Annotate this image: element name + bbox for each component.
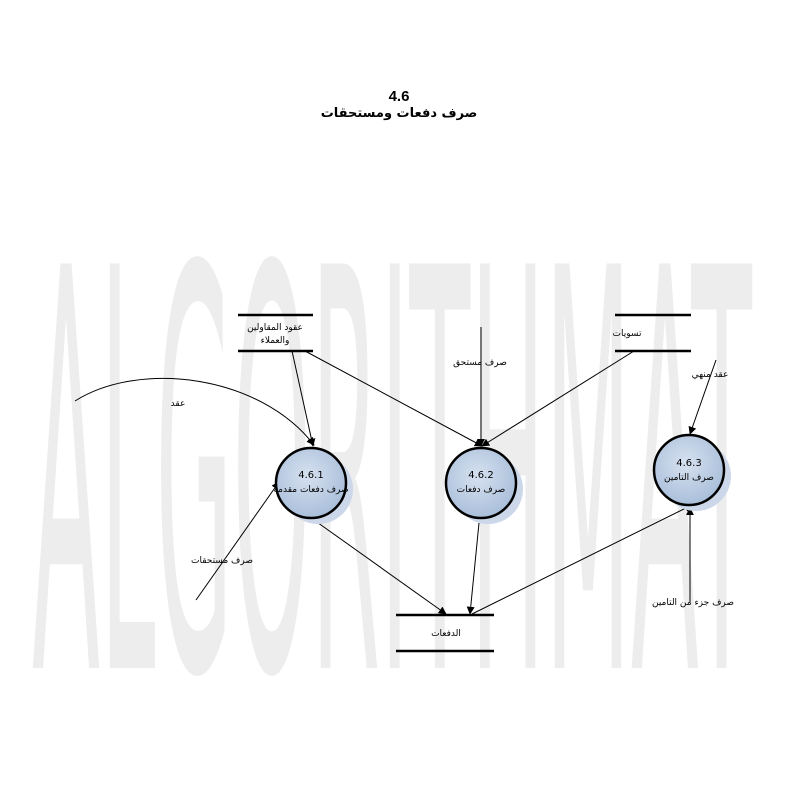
flow-payments-to-463: [471, 504, 693, 615]
process-4-6-3: 4.6.3 صرف التامين: [652, 433, 731, 511]
flow-label-due-payment: صرف مستحق: [453, 358, 507, 368]
flow-ended-to-463: [688, 359, 717, 435]
store-payments-label: الدفعات: [431, 629, 461, 639]
watermark-text: ALGORITHMAT: [32, 153, 753, 799]
store-settlements-label: تسويات: [613, 329, 642, 339]
diagram-number: 4.6: [388, 88, 410, 105]
flow-contracts-to-461: [291, 350, 316, 447]
process-4-6-2-name: صرف دفعات: [457, 485, 506, 495]
flow-lines: [74, 327, 717, 615]
flow-label-contract: عقد: [171, 399, 186, 409]
store-contracts-line1: عقود المقاولين: [247, 323, 303, 333]
flow-462-to-payments: [466, 522, 480, 615]
process-4-6-2: 4.6.2 صرف دفعات: [444, 446, 523, 524]
store-contracts-line2: والعملاء: [261, 336, 290, 346]
flow-contract-arc: [74, 377, 315, 446]
process-4-6-3-name: صرف التامين: [664, 473, 714, 483]
flow-contracts-to-462: [304, 350, 483, 447]
data-store-settlements: تسويات: [613, 313, 691, 353]
process-4-6-1-name: صرف دفعات مقدمة: [273, 485, 348, 495]
flow-settlements-to-462: [481, 350, 635, 447]
data-store-contracts: عقود المقاولين والعملاء: [238, 313, 313, 353]
flow-label-dues-payment: صرف مستحقات: [191, 556, 253, 566]
flow-dues-to-461: [195, 481, 280, 601]
process-4-6-1: 4.6.1 صرف دفعات مقدمة: [273, 446, 353, 524]
flow-label-contract-ended: عقد منهي: [692, 370, 729, 380]
data-store-payments: الدفعات: [396, 613, 494, 653]
flow-461-to-payments: [313, 519, 447, 615]
flow-label-partial-insurance: صرف جزء من التامين: [652, 598, 734, 608]
process-4-6-3-id: 4.6.3: [676, 458, 701, 469]
diagram-title: صرف دفعات ومستحقات: [320, 106, 478, 121]
process-4-6-2-id: 4.6.2: [468, 470, 493, 481]
process-4-6-1-id: 4.6.1: [298, 470, 323, 481]
